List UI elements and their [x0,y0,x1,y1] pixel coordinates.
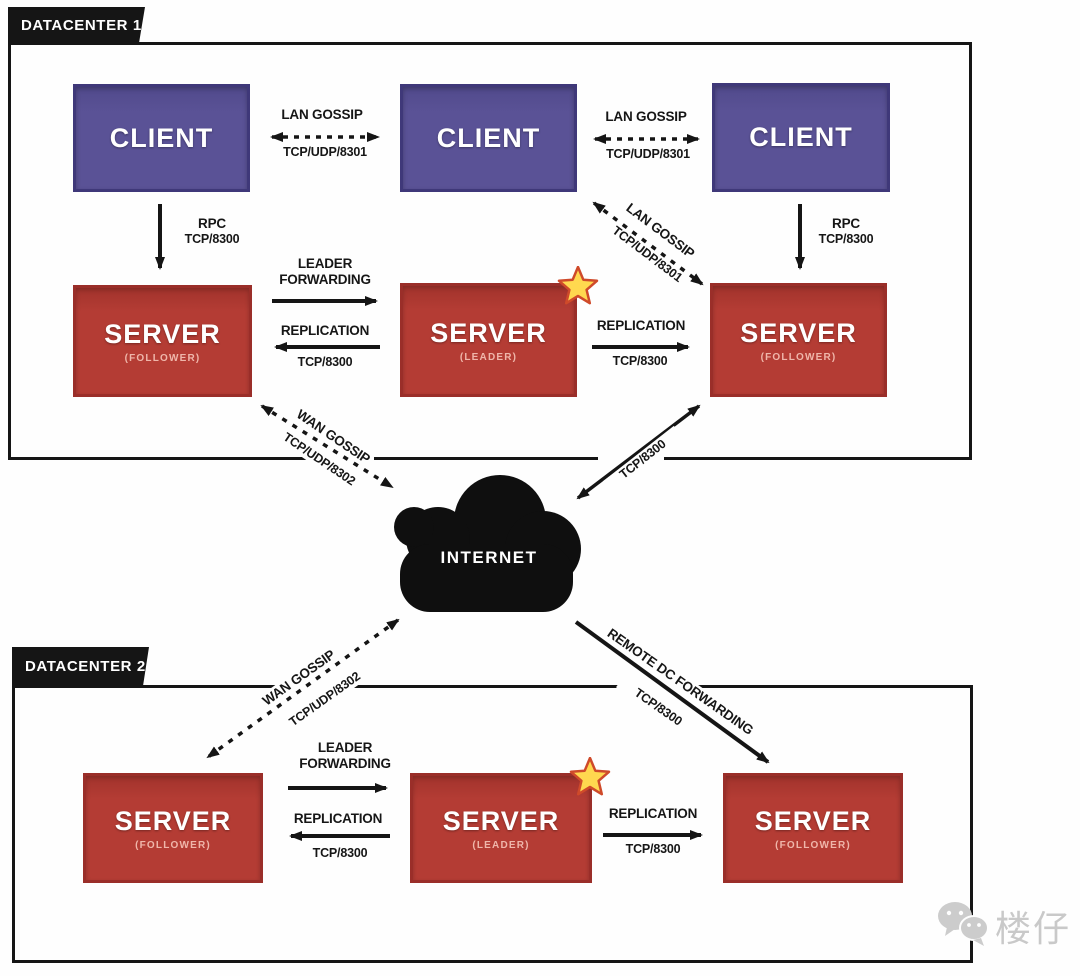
datacenter1-boundary [8,42,972,460]
replication-left-label-dc1: REPLICATION [280,323,370,338]
client-node-3: CLIENT [712,83,890,192]
server-role: (LEADER) [459,351,518,363]
lan-gossip-1-port: TCP/UDP/8301 [283,145,367,159]
server-follower-node-dc2-left: SERVER (FOLLOWER) [83,773,263,883]
server-role: (FOLLOWER) [775,839,851,851]
replication-right-port-dc2: TCP/8300 [625,842,681,856]
client-node-2: CLIENT [400,84,577,192]
watermark: 楼仔 [933,897,1071,955]
client-label: CLIENT [109,122,214,153]
internet-label: INTERNET [440,548,538,567]
replication-right-port-dc1: TCP/8300 [612,354,668,368]
server-label: SERVER [114,805,232,836]
rpc-right-label: RPC TCP/8300 [818,216,874,247]
leader-forwarding-label-dc2: LEADER FORWARDING [299,740,391,772]
wechat-icon [938,902,989,946]
datacenter2-label: DATACENTER 2 [25,658,146,675]
watermark-text: 楼仔 [995,908,1072,949]
client-label: CLIENT [436,122,541,153]
leader-star-icon-dc1 [557,266,599,305]
server-label: SERVER [754,805,872,836]
server-role: (FOLLOWER) [760,351,837,363]
datacenter2-tab: DATACENTER 2 [12,647,149,686]
server-follower-node-dc1-left: SERVER (FOLLOWER) [73,285,252,397]
server-leader-node-dc1: SERVER (LEADER) [400,283,577,397]
replication-right-label-dc2: REPLICATION [608,806,698,821]
client-label: CLIENT [749,122,853,152]
wan-gossip-arrow-dc2 [206,618,400,759]
server-label: SERVER [740,317,857,348]
datacenter1-label: DATACENTER 1 [21,16,142,34]
server-label: SERVER [104,318,221,349]
server-role: (FOLLOWER) [135,839,211,851]
datacenter1-tab: DATACENTER 1 [8,7,145,43]
remote-dc-forwarding-arrow [574,620,770,764]
lan-gossip-2-label: LAN GOSSIP [605,109,687,124]
server-role: (FOLLOWER) [124,352,201,364]
rpc-left-label: RPC TCP/8300 [184,216,240,247]
lan-gossip-1-label: LAN GOSSIP [281,107,363,122]
server-leader-node-dc2: SERVER (LEADER) [410,773,592,883]
server-role: (LEADER) [472,839,530,851]
server-label: SERVER [430,317,547,348]
internet-cloud [394,475,581,612]
client-node-1: CLIENT [73,84,250,192]
replication-right-label-dc1: REPLICATION [596,318,686,333]
replication-left-label-dc2: REPLICATION [293,811,383,826]
lan-gossip-diagonal-arrow [592,201,704,286]
leader-forwarding-label-dc1: LEADER FORWARDING [279,256,371,288]
server-label: SERVER [442,805,560,836]
wan-gossip-arrow-dc1 [260,404,394,489]
leader-star-icon-dc2 [569,757,611,796]
datacenter2-boundary [12,685,973,963]
server-follower-node-dc2-right: SERVER (FOLLOWER) [723,773,903,883]
server-follower-node-dc1-right: SERVER (FOLLOWER) [710,283,887,397]
replication-left-port-dc1: TCP/8300 [297,355,353,369]
replication-left-port-dc2: TCP/8300 [312,846,368,860]
lan-gossip-2-port: TCP/UDP/8301 [606,147,690,161]
